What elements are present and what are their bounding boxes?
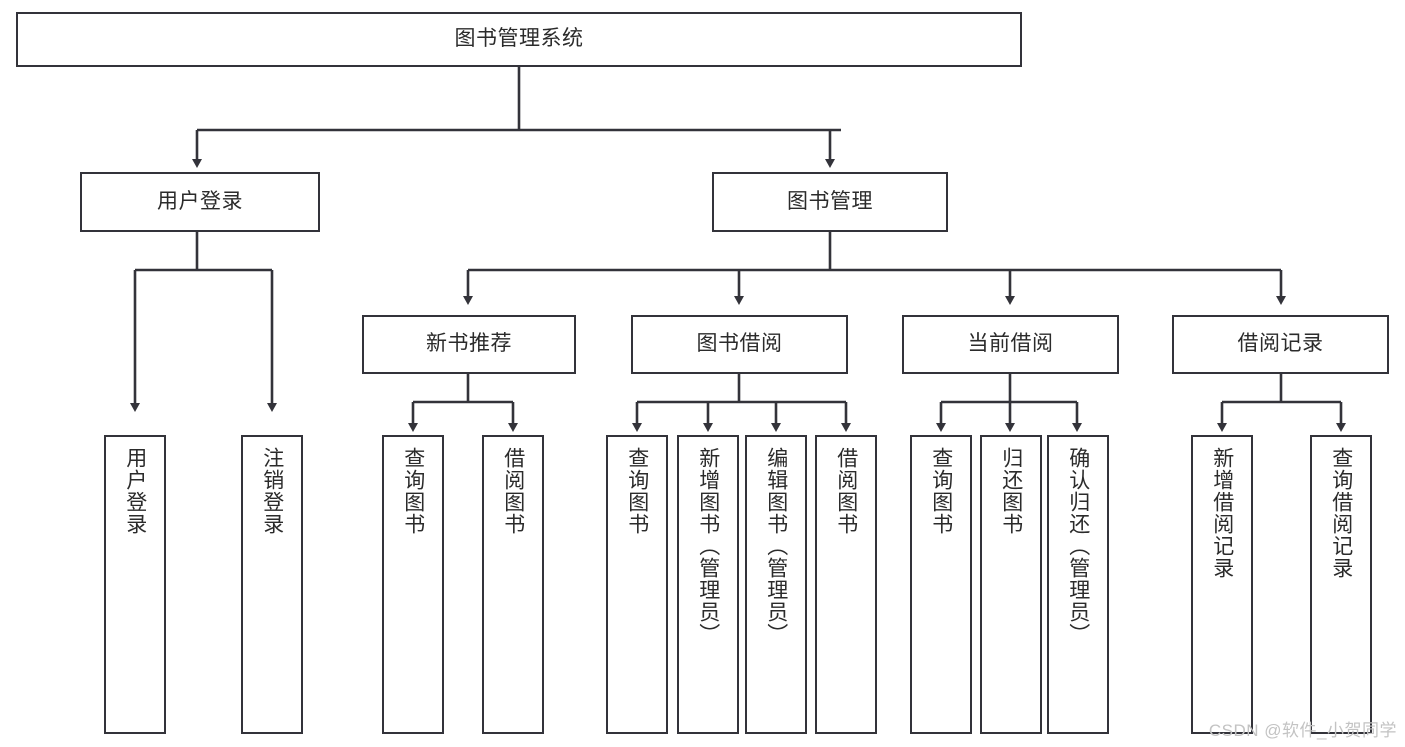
node-label: 确认归还（管理员）: [1066, 447, 1090, 645]
node-label: 查询借阅记录: [1329, 447, 1353, 579]
leaf-query-book-1[interactable]: 查询图书: [382, 435, 444, 734]
leaf-confirm-return[interactable]: 确认归还（管理员）: [1047, 435, 1109, 734]
leaf-add-borrow-record[interactable]: 新增借阅记录: [1191, 435, 1253, 734]
node-book-manage[interactable]: 图书管理: [712, 172, 948, 232]
node-label: 用户登录: [157, 189, 243, 213]
node-label: 用户登录: [123, 447, 147, 535]
leaf-borrow-book-1[interactable]: 借阅图书: [482, 435, 544, 734]
node-label: 图书借阅: [696, 332, 783, 356]
node-user-login[interactable]: 用户登录: [80, 172, 320, 232]
leaf-query-book-3[interactable]: 查询图书: [910, 435, 972, 734]
leaf-logout-login[interactable]: 注销登录: [241, 435, 303, 734]
node-label: 图书管理: [787, 189, 873, 213]
node-label: 查询图书: [625, 447, 649, 535]
node-label: 查询图书: [401, 447, 425, 535]
csdn-watermark: CSDN @软件_小贺同学: [1208, 721, 1397, 740]
node-label: 新增图书（管理员）: [696, 447, 720, 645]
leaf-return-book[interactable]: 归还图书: [980, 435, 1042, 734]
leaf-edit-book[interactable]: 编辑图书（管理员）: [745, 435, 807, 734]
node-label: 新增借阅记录: [1210, 447, 1234, 579]
node-label: 编辑图书（管理员）: [764, 447, 788, 645]
node-label: 图书管理系统: [454, 27, 584, 51]
node-borrow-record[interactable]: 借阅记录: [1172, 315, 1389, 374]
node-label: 借阅记录: [1237, 332, 1324, 356]
leaf-borrow-book-2[interactable]: 借阅图书: [815, 435, 877, 734]
node-label: 注销登录: [260, 447, 284, 535]
edges-root: [130, 67, 1346, 432]
leaf-user-login[interactable]: 用户登录: [104, 435, 166, 734]
leaf-query-borrow-record[interactable]: 查询借阅记录: [1310, 435, 1372, 734]
node-new-book-recommend[interactable]: 新书推荐: [362, 315, 576, 374]
node-label: 借阅图书: [501, 447, 525, 535]
node-label: 归还图书: [999, 447, 1023, 535]
node-root-system[interactable]: 图书管理系统: [16, 12, 1022, 67]
node-label: 借阅图书: [834, 447, 858, 535]
node-label: 当前借阅: [967, 332, 1054, 356]
node-label: 新书推荐: [426, 332, 512, 356]
node-book-borrow[interactable]: 图书借阅: [631, 315, 848, 374]
node-current-borrow[interactable]: 当前借阅: [902, 315, 1119, 374]
leaf-query-book-2[interactable]: 查询图书: [606, 435, 668, 734]
node-label: 查询图书: [929, 447, 953, 535]
leaf-add-book[interactable]: 新增图书（管理员）: [677, 435, 739, 734]
